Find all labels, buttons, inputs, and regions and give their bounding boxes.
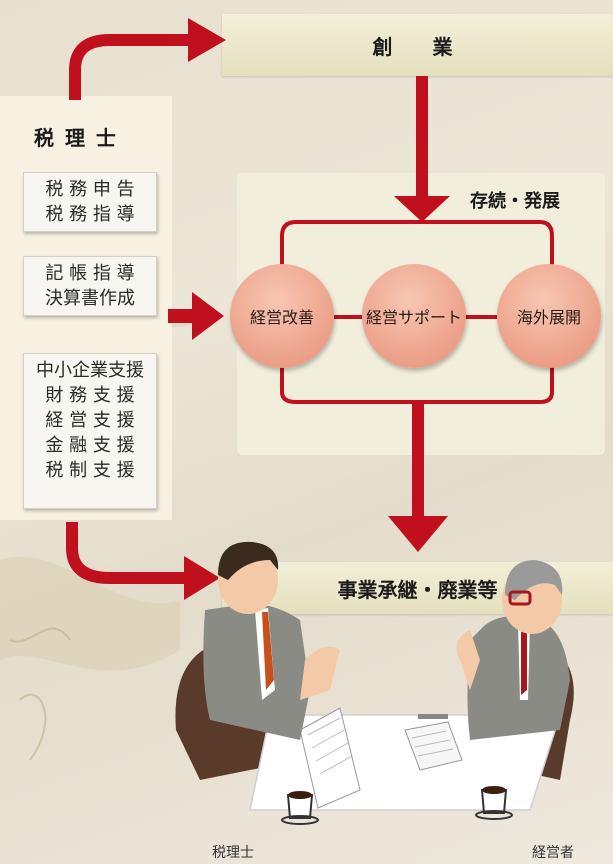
arrow-to-founding	[69, 34, 190, 100]
circle-overseas-expansion: 海外展開	[497, 264, 601, 368]
circle-management-support-label: 経営サポート	[365, 308, 462, 327]
circle-management-support: 経営サポート	[362, 264, 466, 368]
financial-statements-item: 決算書作成	[45, 288, 135, 309]
founding-banner: 創 業	[222, 14, 613, 76]
development-label: 存続・発展	[470, 191, 560, 212]
bookkeeping-box: 記 帳 指 導 決算書作成	[23, 256, 157, 316]
right-document	[404, 721, 463, 771]
arrow-to-succession	[66, 522, 186, 584]
pen	[418, 714, 448, 719]
right-man-suit	[467, 616, 570, 740]
right-man-tie	[521, 625, 527, 695]
bookkeeping-item: 記 帳 指 導	[45, 263, 135, 284]
tax-filing-box: 税 務 申 告 税 務 指 導	[23, 172, 157, 232]
succession-label: 事業承継・廃業等	[337, 577, 498, 602]
left-man-suit	[203, 604, 310, 740]
arrowhead-succession-center	[388, 516, 448, 552]
circle-management-improvement: 経営改善	[230, 264, 334, 368]
arrowhead-succession-left	[184, 556, 220, 600]
arrowhead-founding	[188, 18, 226, 62]
right-man-glasses	[508, 590, 532, 606]
circle-overseas-expansion-label: 海外展開	[516, 308, 581, 327]
right-person-caption: 経営者	[532, 845, 574, 861]
tax-filing-item: 税 務 申 告	[45, 179, 135, 200]
tax-system-support-item: 税 制 支 援	[45, 460, 135, 481]
sme-support-item: 中小企業支援	[36, 360, 144, 381]
left-man-hair	[218, 541, 279, 580]
sme-support-box: 中小企業支援 財 務 支 援 経 営 支 援 金 融 支 援 税 制 支 援	[23, 353, 157, 509]
circle-management-improvement-label: 経営改善	[249, 308, 314, 327]
tax-guidance-item: 税 務 指 導	[45, 204, 135, 225]
right-coffee-cup	[475, 786, 513, 820]
founding-label: 創 業	[372, 34, 463, 59]
financial-support-item: 財 務 支 援	[45, 385, 135, 406]
left-person-caption: 税理士	[212, 845, 254, 861]
left-coffee-cup	[281, 791, 319, 825]
right-man-hair	[505, 560, 563, 600]
frame-top	[280, 220, 554, 312]
tax-accountant-title: 税 理 士	[34, 126, 118, 150]
left-man-tie	[262, 612, 274, 690]
right-man-hand	[456, 630, 480, 690]
management-support-item: 経 営 支 援	[45, 410, 135, 431]
left-man-hand	[300, 646, 340, 700]
left-document	[299, 707, 361, 809]
finance-support-item: 金 融 支 援	[45, 435, 135, 456]
arrowhead-circles	[192, 292, 224, 340]
arrowhead-panel	[394, 196, 450, 222]
